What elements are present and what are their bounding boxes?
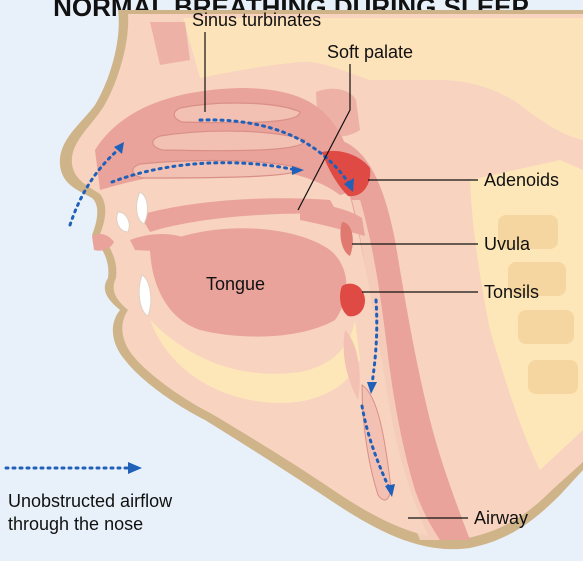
airway-label: Airway: [474, 508, 528, 528]
uvula-label: Uvula: [484, 234, 531, 254]
tongue-label: Tongue: [206, 274, 265, 294]
legend: Unobstructed airflow through the nose: [6, 462, 173, 534]
adenoids-label: Adenoids: [484, 170, 559, 190]
legend-text-line2: through the nose: [8, 514, 143, 534]
legend-text-line1: Unobstructed airflow: [8, 491, 173, 511]
tonsils-label: Tonsils: [484, 282, 539, 302]
legend-arrowhead-icon: [128, 462, 142, 474]
sinus-turbinates-label: Sinus turbinates: [192, 10, 321, 30]
soft-palate-label: Soft palate: [327, 42, 413, 62]
